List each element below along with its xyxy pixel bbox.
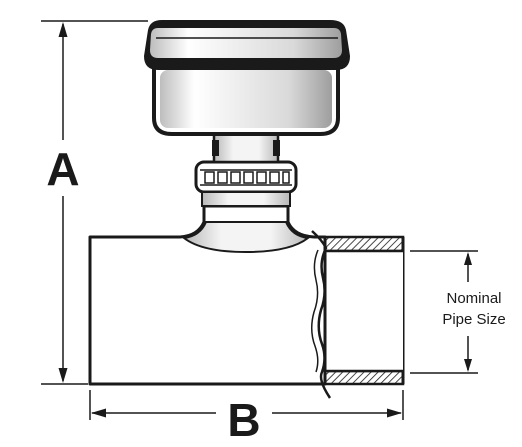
handwheel-knob (144, 20, 350, 136)
arrowhead-up-small-icon (464, 252, 472, 265)
dimension-b-line (89, 390, 404, 420)
valve-body (88, 204, 327, 386)
pipe-cutaway (311, 230, 405, 399)
arrowhead-left-icon (91, 408, 106, 418)
hex-nut (194, 160, 298, 207)
valve-stem (212, 132, 280, 164)
nominal-label-line-2: Pipe Size (442, 311, 505, 328)
arrowhead-down-small-icon (464, 359, 472, 372)
arrowhead-up-icon (58, 22, 68, 37)
dimension-b-label: B (227, 394, 260, 446)
arrowhead-right-icon (387, 408, 402, 418)
arrowhead-down-icon (58, 368, 68, 383)
nominal-label-line-1: Nominal (446, 290, 501, 307)
nominal-size-dimension (410, 250, 478, 374)
dimension-a-label: A (46, 143, 79, 195)
dimension-a-line (41, 20, 148, 385)
